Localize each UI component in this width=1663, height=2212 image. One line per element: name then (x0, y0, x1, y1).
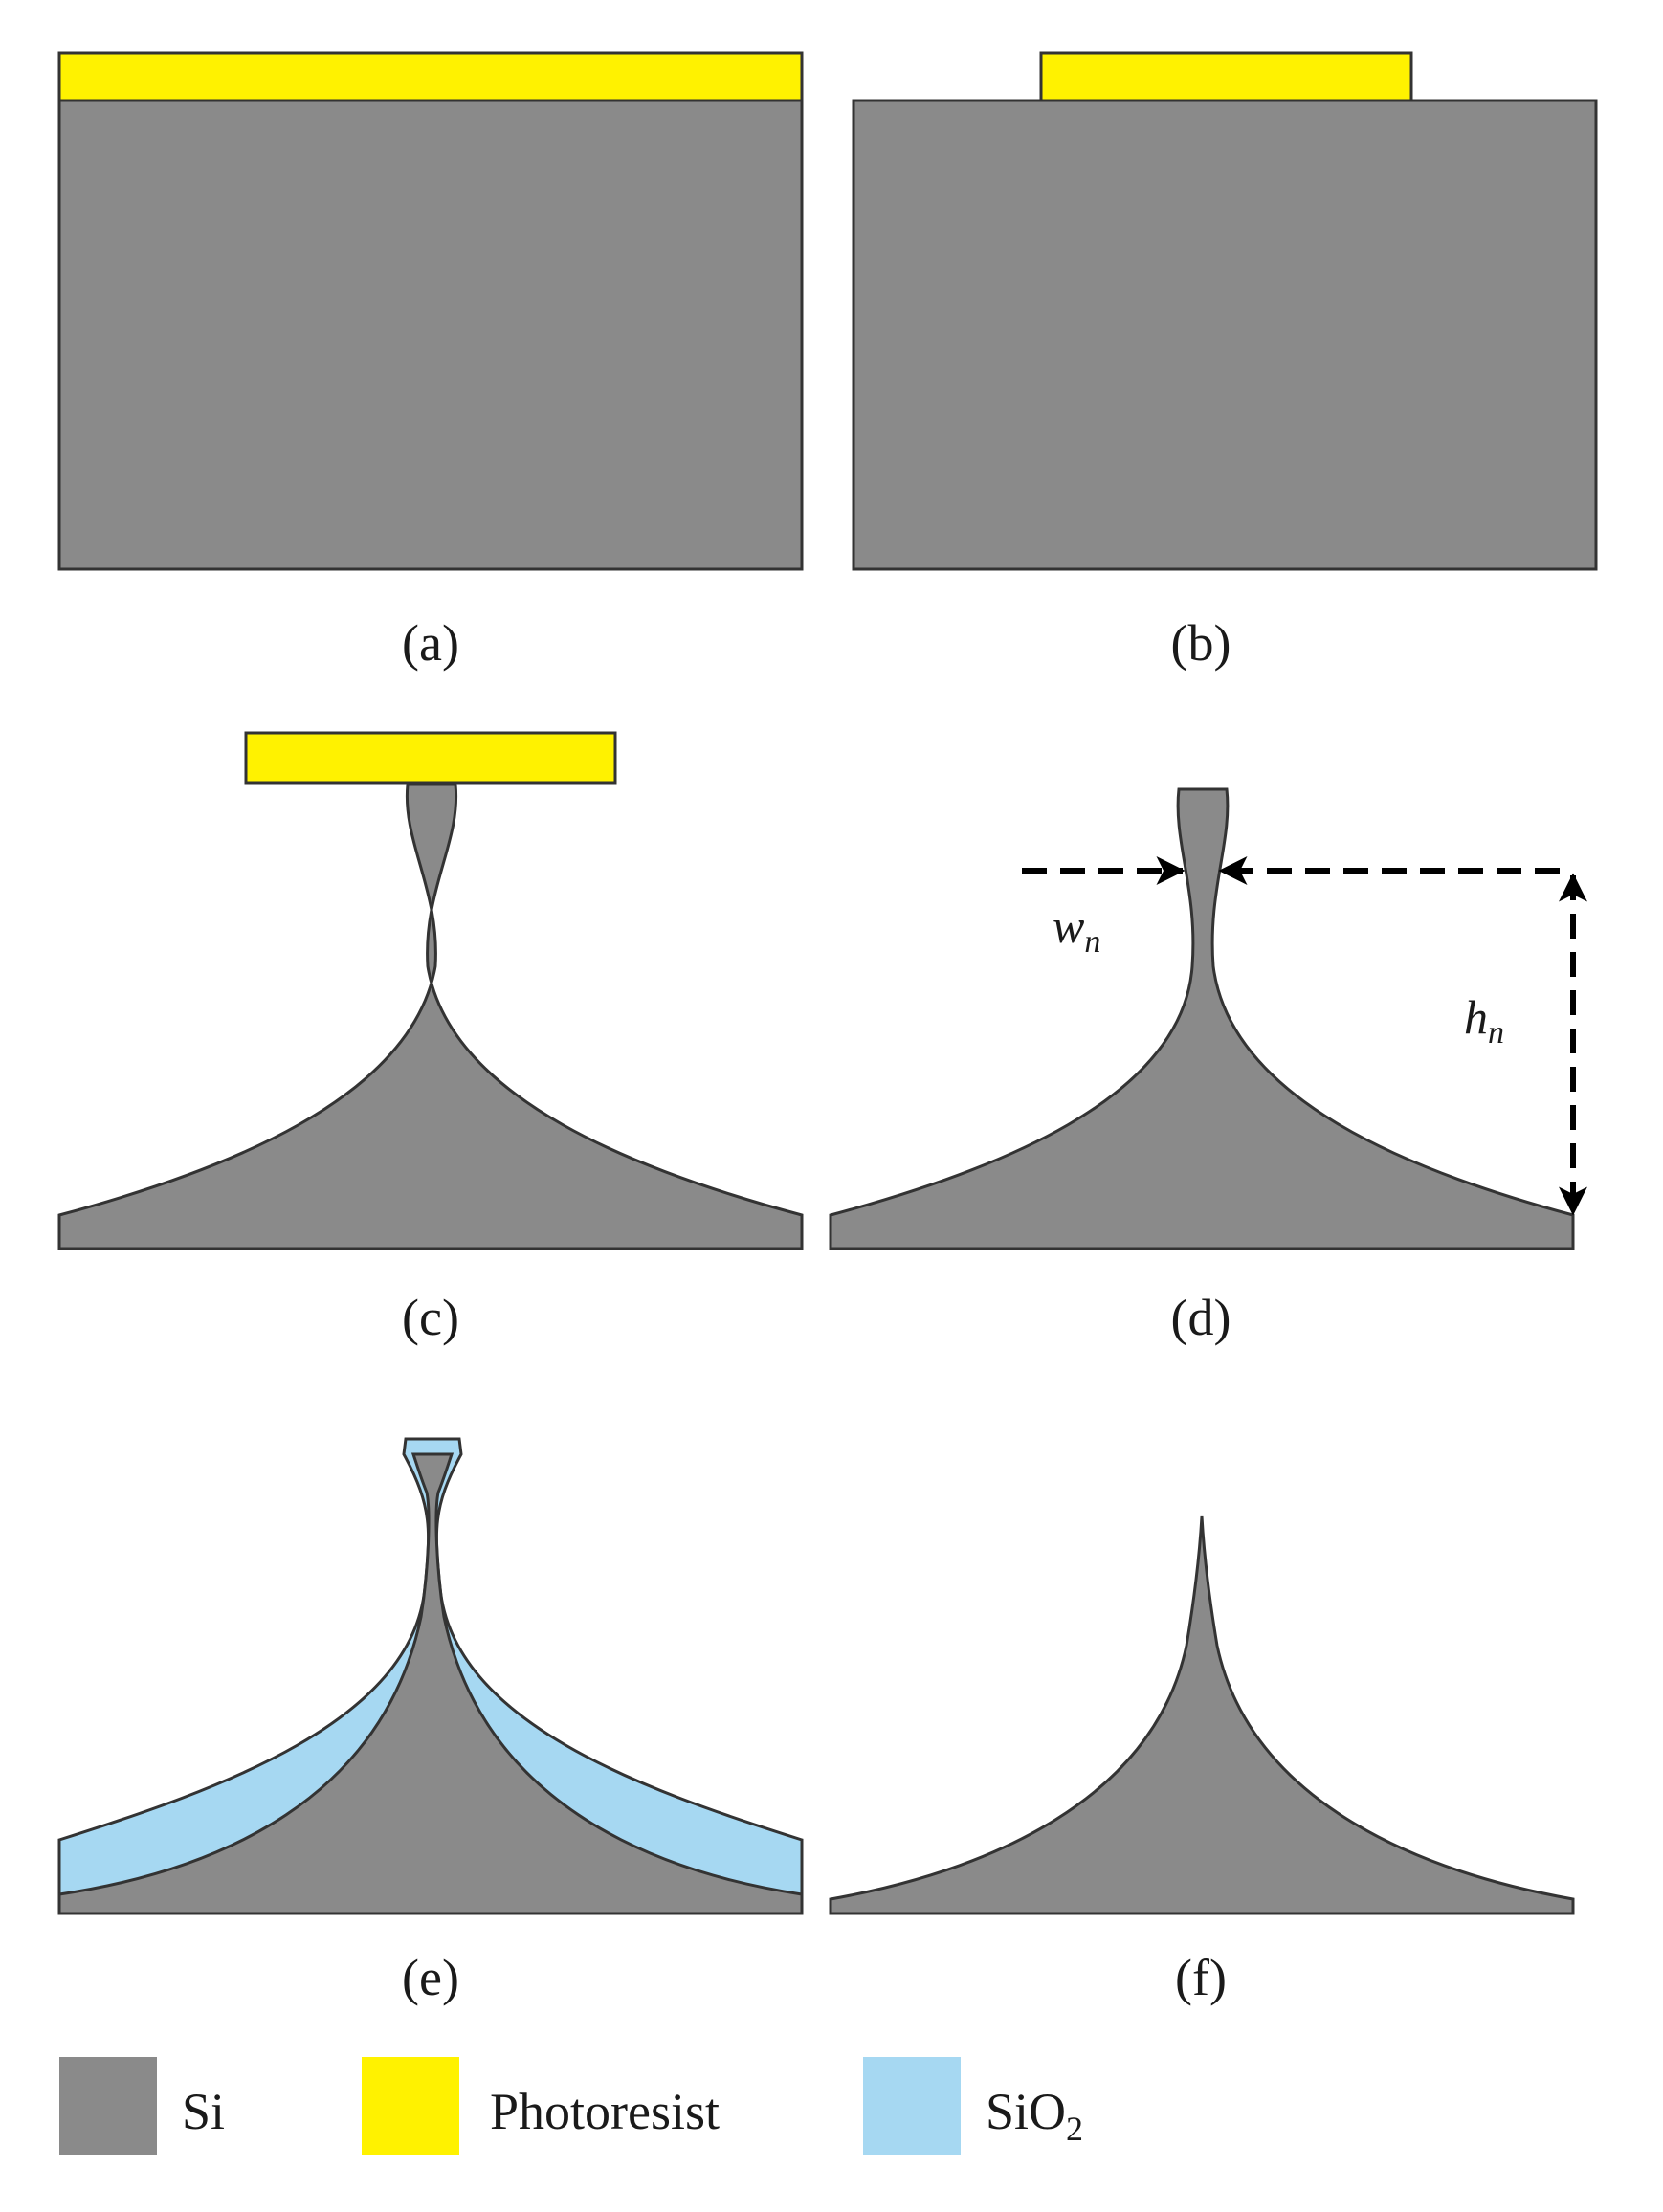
panel-c: (c) (57, 731, 804, 1346)
si-substrate-a (57, 99, 804, 571)
width-label: wn (1053, 899, 1100, 960)
legend-label-photoresist: Photoresist (490, 2083, 720, 2140)
panel-e: (e) (57, 1437, 804, 2006)
panel-label-a: (a) (402, 614, 459, 672)
legend-swatch-sio2 (863, 2057, 961, 2155)
legend-swatch-photoresist (362, 2057, 459, 2155)
photoresist-pad-b (1039, 51, 1413, 102)
panel-label-c: (c) (402, 1289, 459, 1346)
photoresist-layer-a (57, 51, 804, 102)
panel-d: wn hn (d) (829, 787, 1587, 1346)
panel-f: (f) (829, 1515, 1575, 2006)
legend-swatch-si (59, 2057, 157, 2155)
legend-label-si: Si (182, 2083, 225, 2140)
panel-label-f: (f) (1175, 1949, 1227, 2006)
height-label: hn (1464, 990, 1504, 1051)
si-nanotip-f (829, 1515, 1575, 1915)
panel-a: (a) (57, 51, 804, 672)
si-substrate-b (852, 99, 1598, 571)
photoresist-cap-c (244, 731, 617, 785)
panel-label-e: (e) (402, 1949, 459, 2006)
legend-label-sio2: SiO2 (986, 2083, 1083, 2148)
si-etched-pillar-d (829, 787, 1575, 1250)
si-etched-pillar-c (57, 783, 804, 1250)
si-core-e (57, 1452, 804, 1915)
panel-b: (b) (852, 51, 1598, 672)
panel-label-b: (b) (1171, 614, 1231, 672)
panel-label-d: (d) (1171, 1289, 1231, 1346)
legend: Si Photoresist SiO2 (59, 2057, 1083, 2155)
